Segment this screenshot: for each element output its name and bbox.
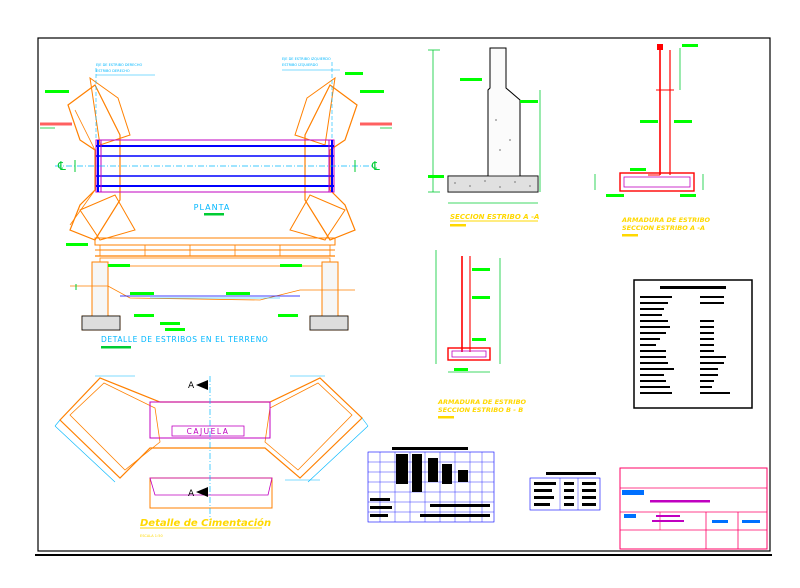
rebar-bb-title-1: ARMADURA DE ESTRIBO [437,398,527,406]
section-aa-title: SECCION ESTRIBO A -A [450,213,539,221]
rebar-schedule-table [367,447,495,523]
foundation-scale: ESCALA 1:50 [140,534,163,538]
section-aa-scale-tag [450,224,466,227]
rebar-bb [435,250,501,373]
cajuela-label: CAJUELA [187,427,230,436]
section-mark-top: A [188,381,195,391]
eje-left-line1: EJE DE ESTRIBO DERECHO [96,63,142,67]
rebar-bb-scale-tag [438,416,454,419]
section-mark-bottom: A [188,489,195,499]
quantities-table [529,472,601,511]
foundation-title: Detalle de Cimentación [140,517,271,529]
title-block [619,467,768,550]
plan-scale-tag [204,213,224,216]
elevation-title: DETALLE DE ESTRIBOS EN EL TERRENO [101,335,268,344]
rebar-aa [594,44,704,197]
eje-right-line1: EJE DE ESTRIBO IZQUIERDO [282,57,331,61]
rebar-aa-scale-tag [622,234,638,237]
plan-view [40,62,392,241]
rebar-aa-title-2: SECCION ESTRIBO A -A [622,224,705,232]
specifications-box [633,279,753,409]
eje-left-line2: ESTRIBO DERECHO [96,69,130,73]
rebar-bb-title-2: SECCION ESTRIBO B - B [438,406,523,414]
sheet-border [37,37,771,552]
plan-title: PLANTA [194,203,231,212]
rebar-aa-title-1: ARMADURA DE ESTRIBO [621,216,711,224]
centerline-left-symbol: ℄ [57,159,66,173]
section-aa [428,47,541,204]
elevation-scale-tag [101,346,131,349]
eje-right-line2: ESTRIBO IZQUIERDO [282,63,318,67]
elevation-view [66,237,355,331]
centerline-right-symbol: ℄ [371,159,380,173]
foundation-detail [54,375,369,520]
